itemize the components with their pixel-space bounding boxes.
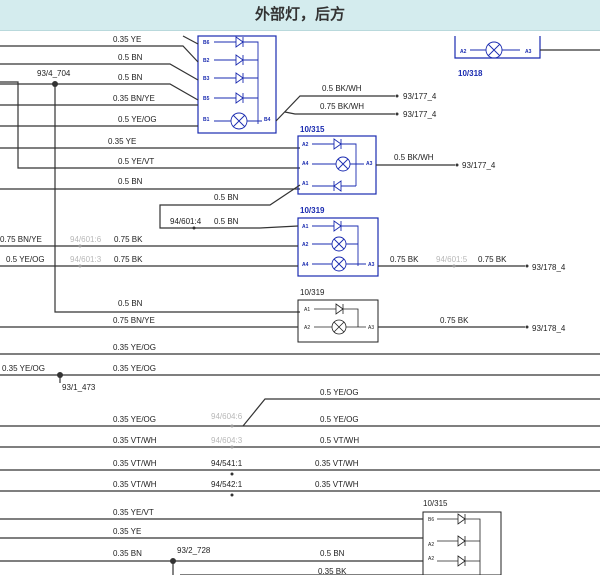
wire-label: 0.5 BN: [214, 217, 239, 226]
wiring-diagram: B6 B2 B3 B5 B1 B4 A2 A3 10/318: [0, 35, 600, 575]
wire-label: 0.35 YE: [113, 527, 141, 536]
wire-label: 0.5 YE/OG: [118, 115, 157, 124]
wire-label: 0.35 VT/WH: [113, 459, 157, 468]
splice-label: 93/2_728: [177, 546, 211, 555]
splice-dot: [52, 81, 58, 87]
wire-label: 0.5 BN: [118, 53, 143, 62]
led-icon: [214, 36, 262, 130]
component-10-319-alt[interactable]: 10/319 A1 A2 A3: [297, 288, 379, 343]
wire-label: 0.35 YE/OG: [2, 364, 45, 373]
wire-label: 0.35 VT/WH: [315, 459, 359, 468]
ref-label: 93/177_4: [403, 110, 437, 119]
pin-label: A3: [368, 262, 375, 268]
splice-label: 94/601:4: [170, 217, 202, 226]
pin-label: A1: [302, 224, 309, 230]
wire-label: 0.75 BK: [390, 255, 419, 264]
pin-label: A3: [366, 161, 373, 167]
lamp-icon: [312, 138, 364, 192]
pin-label: A2: [304, 325, 310, 331]
wire-label: 0.35 YE: [108, 137, 136, 146]
pin-label: A4: [302, 262, 309, 268]
ref-label: 93/178_4: [532, 263, 566, 272]
pin-label: A1: [302, 181, 309, 187]
pin-label: A2: [302, 142, 309, 148]
wire-label: 0.35 VT/WH: [113, 436, 157, 445]
wire-label: 0.5 YE/OG: [320, 415, 359, 424]
splice-label: 94/601:6: [70, 235, 102, 244]
pin-label: B4: [264, 117, 271, 123]
wire-label: 0.5 VT/WH: [320, 436, 359, 445]
pin-label: B2: [203, 58, 210, 64]
wire-label: 0.35 VT/WH: [113, 480, 157, 489]
wire-label: 0.5 BK/WH: [322, 84, 362, 93]
lamp-icon: [312, 220, 366, 272]
wire-label: 0.5 YE/OG: [6, 255, 45, 264]
pin-label: B1: [203, 117, 210, 123]
pin-label: A2: [428, 556, 434, 562]
wire-label: 0.35 VT/WH: [315, 480, 359, 489]
component-label: 10/315: [423, 499, 448, 508]
pin-label: A2: [302, 242, 309, 248]
ref-label: 93/178_4: [532, 324, 566, 333]
wire-label: 0.75 BK: [114, 235, 143, 244]
lamp-block-top[interactable]: B6 B2 B3 B5 B1 B4: [197, 35, 277, 134]
splice-label: 93/4_704: [37, 69, 71, 78]
splice-label: 94/542:1: [211, 480, 243, 489]
splice-label: 94/601:3: [70, 255, 102, 264]
pin-label: A1: [304, 307, 310, 313]
wire-label: 0.35 YE/OG: [113, 364, 156, 373]
pin-label: B5: [203, 96, 210, 102]
pin-label: A2: [428, 542, 434, 548]
component-10-315-bottom[interactable]: 10/315 B6 A2 A2: [422, 499, 502, 575]
led-icon: [437, 513, 481, 575]
page-title: 外部灯，后方: [254, 6, 345, 23]
pin-label: A3: [525, 49, 532, 55]
wire-label: 0.5 YE/OG: [320, 388, 359, 397]
splice-label: 94/601:5: [436, 255, 468, 264]
splice-label: 94/604:3: [211, 436, 243, 445]
wire-label: 0.75 BN/YE: [0, 235, 42, 244]
wire-label: 0.75 BK: [440, 316, 469, 325]
wire-label: 0.5 BK/WH: [394, 153, 434, 162]
splice-label: 94/604:6: [211, 412, 243, 421]
wire-label: 0.75 BK: [114, 255, 143, 264]
wire-label: 0.75 BN/YE: [113, 316, 155, 325]
pin-label: A2: [460, 49, 467, 55]
component-10-318[interactable]: A2 A3 10/318: [454, 36, 600, 78]
pin-label: A4: [302, 161, 309, 167]
header-bar: 外部灯，后方: [0, 0, 600, 31]
wire-label: 0.35 YE/OG: [113, 415, 156, 424]
pin-label: B3: [203, 76, 210, 82]
wire-label: 0.75 BK/WH: [320, 102, 364, 111]
wire-bundle-top[interactable]: [0, 35, 300, 313]
wire-label: 0.5 BN: [320, 549, 345, 558]
wire-label: 0.35 YE/OG: [113, 343, 156, 352]
component-label: 10/319: [300, 206, 325, 215]
wire-label: 0.5 BN: [118, 73, 143, 82]
wire-label: 0.5 YE/VT: [118, 157, 154, 166]
component-10-319[interactable]: 10/319 A1 A2 A4 A3: [297, 206, 379, 277]
component-label: 10/315: [300, 125, 325, 134]
wire-label: 0.5 BN: [118, 299, 143, 308]
lamp-icon: [314, 303, 366, 335]
wire-label: 0.35 BN/YE: [113, 94, 155, 103]
wire-label: 0.5 BN: [118, 177, 143, 186]
wire-label: 0.35 YE: [113, 35, 141, 44]
pin-label: B6: [428, 517, 434, 523]
component-label: 10/318: [458, 69, 483, 78]
wire-label: 0.5 BN: [214, 193, 239, 202]
component-10-315[interactable]: 10/315 A2 A4 A1 A3: [297, 125, 377, 195]
wire-label: 0.75 BK: [478, 255, 507, 264]
wire-label: 0.35 BK: [318, 567, 347, 575]
pin-label: B6: [203, 40, 210, 46]
pin-label: A3: [368, 325, 374, 331]
component-label: 10/319: [300, 288, 325, 297]
ref-label: 93/177_4: [403, 92, 437, 101]
splice-label: 93/1_473: [62, 383, 96, 392]
wire-label: 0.35 BN: [113, 549, 142, 558]
splice-label: 94/541:1: [211, 459, 243, 468]
wire-label: 0.35 YE/VT: [113, 508, 154, 517]
ref-label: 93/177_4: [462, 161, 496, 170]
